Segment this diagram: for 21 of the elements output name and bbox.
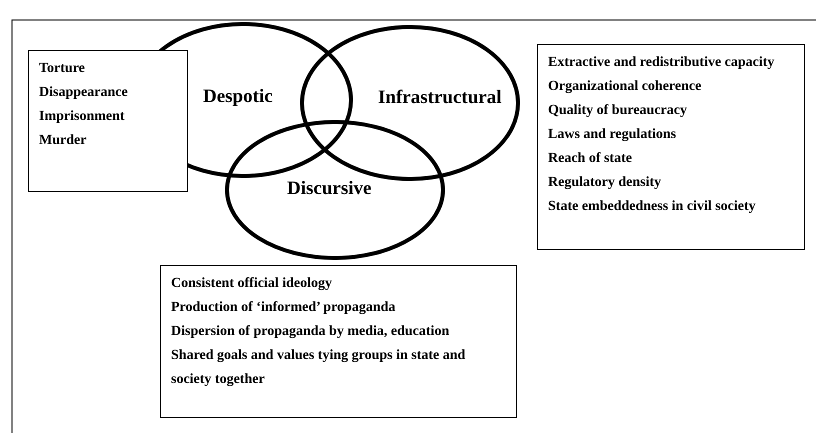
list-item: State embeddedness in civil society [548,198,757,216]
text-box [160,265,517,418]
text-box [28,50,188,192]
list-item: Quality of bureaucracy [548,102,688,120]
circle-label: Despotic [203,86,273,108]
list-item: Dispersion of propaganda by media, education [171,323,450,341]
list-item: Reach of state [548,150,633,168]
list-item: Regulatory density [548,174,662,192]
list-item: Imprisonment [39,108,126,126]
list-item: Laws and regulations [548,126,678,144]
list-item: Consistent official ideology [171,275,333,293]
list-item: Disappearance [39,84,129,102]
list-item: Shared goals and values tying groups in state and society together [171,347,466,389]
circle-label: Discursive [287,178,372,200]
text-box [537,44,805,250]
list-item: Murder [39,132,88,150]
circle-label: Infrastructural [378,87,502,109]
list-item: Production of ‘informed’ propaganda [171,299,396,317]
list-item: Torture [39,60,86,78]
list-item: Extractive and redistributive capacity [548,54,776,72]
list-item: Organizational coherence [548,78,702,96]
